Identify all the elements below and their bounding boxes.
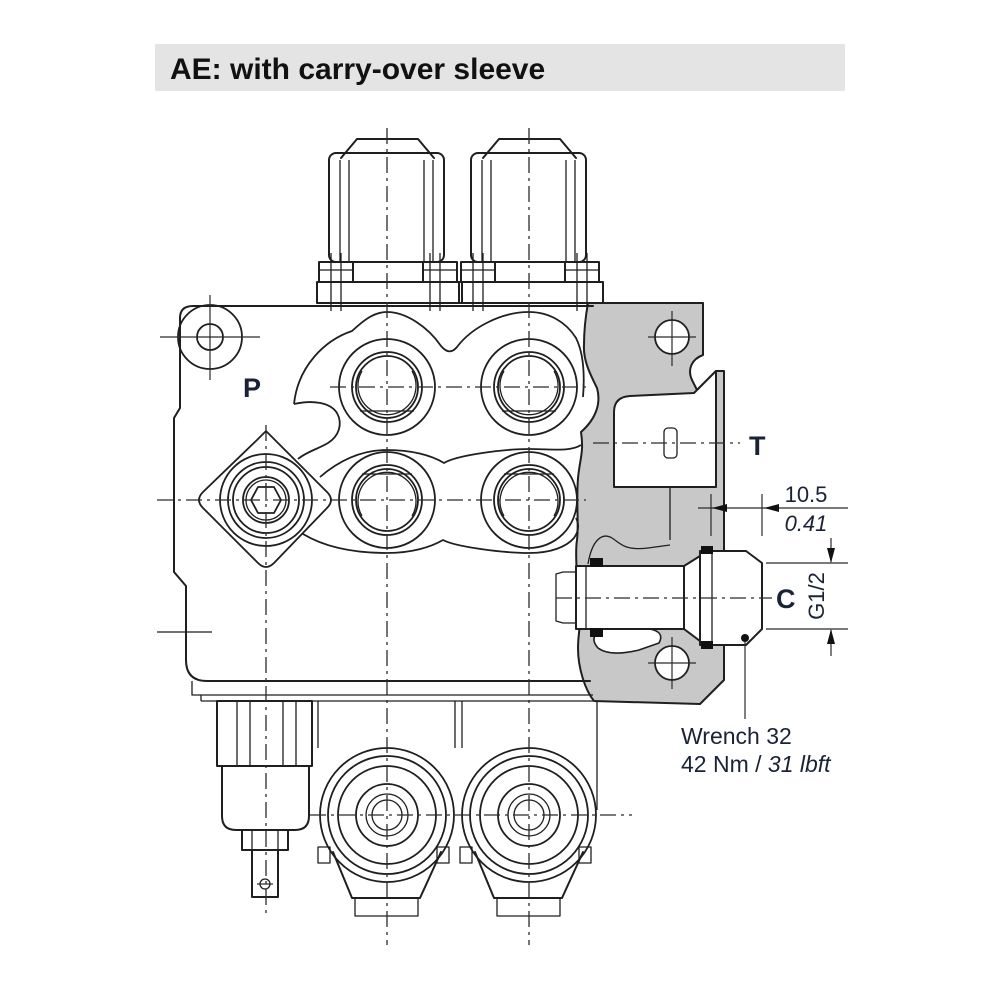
wrench-note: Wrench 32 [681,723,792,749]
dim-thread: G1/2 [804,572,829,620]
port-label-t: T [749,431,766,461]
mount-bolt-hole-bottom [648,637,696,689]
dim-offset-mm: 10.5 [785,482,828,507]
bottom-boss-left [317,701,463,917]
page-title: AE: with carry-over sleeve [170,53,545,86]
dimension-offset: 10.5 0.41 [698,482,848,536]
body-bolt-boss [160,295,260,380]
mount-bolt-hole-top [648,311,696,366]
casting-hump [587,535,671,565]
body-foot-flange [191,681,593,702]
o-ring-seal [701,641,713,649]
o-ring-seal [701,546,713,554]
o-ring-seal [590,558,603,567]
port-label-p: P [243,373,261,403]
relief-cap-left [316,138,463,311]
title-bar-bg [155,44,845,91]
title-bar: AE: with carry-over sleeve [155,44,845,91]
dimension-thread: G1/2 [766,538,848,656]
torque-values: 42 Nm / 31 lbft [681,751,832,777]
centerlines [157,128,772,945]
spool-end [216,700,313,898]
relief-cap-right [458,138,604,311]
torque-note: Wrench 32 42 Nm / 31 lbft [681,642,832,777]
leader-dot [741,634,749,642]
carry-over-sleeve [555,546,763,649]
body-outline [173,305,594,682]
dim-offset-in: 0.41 [785,511,828,536]
port-label-c: C [776,584,796,614]
casting-contours [293,311,585,554]
valve-body [157,305,594,702]
o-ring-seal [590,628,603,637]
